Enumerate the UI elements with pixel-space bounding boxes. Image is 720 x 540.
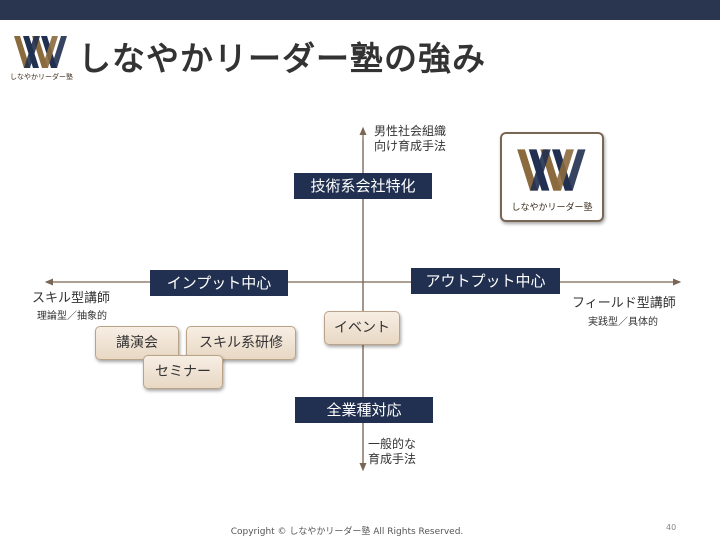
axis-right-sub: 実践型／具体的 xyxy=(588,317,658,328)
item-event: イベント xyxy=(324,311,400,345)
item-lecture: 講演会 xyxy=(95,326,179,360)
logo-mark-large-icon xyxy=(517,149,586,191)
logo-large: しなやかリーダー塾 xyxy=(500,132,604,222)
axis-bottom-label: 一般的な 育成手法 xyxy=(368,437,417,466)
axis-top-box: 技術系会社特化 xyxy=(294,173,432,199)
top-bar xyxy=(0,0,720,20)
page-number: 40 xyxy=(666,523,677,532)
axis-left-sub: 理論型／抽象的 xyxy=(37,311,107,322)
axis-right-label: フィールド型講師 xyxy=(572,296,676,311)
axis-left-label: スキル型講師 xyxy=(32,291,111,306)
logo-mark-icon xyxy=(14,36,67,68)
page-title: しなやかリーダー塾の強み xyxy=(78,39,486,78)
axis-left-box: インプット中心 xyxy=(150,270,288,296)
logo-text: しなやかリーダー塾 xyxy=(10,73,73,81)
footer-copyright: Copyright © しなやかリーダー塾 All Rights Reserve… xyxy=(230,527,464,537)
axis-bottom-box: 全業種対応 xyxy=(295,397,433,423)
axis-top-label: 男性社会組織 向け育成手法 xyxy=(374,124,447,153)
item-skill-training: スキル系研修 xyxy=(186,326,296,360)
item-seminar: セミナー xyxy=(143,355,223,389)
logo-large-text: しなやかリーダー塾 xyxy=(511,203,593,213)
logo: しなやかリーダー塾 xyxy=(10,32,73,84)
axis-right-box: アウトプット中心 xyxy=(411,268,560,294)
